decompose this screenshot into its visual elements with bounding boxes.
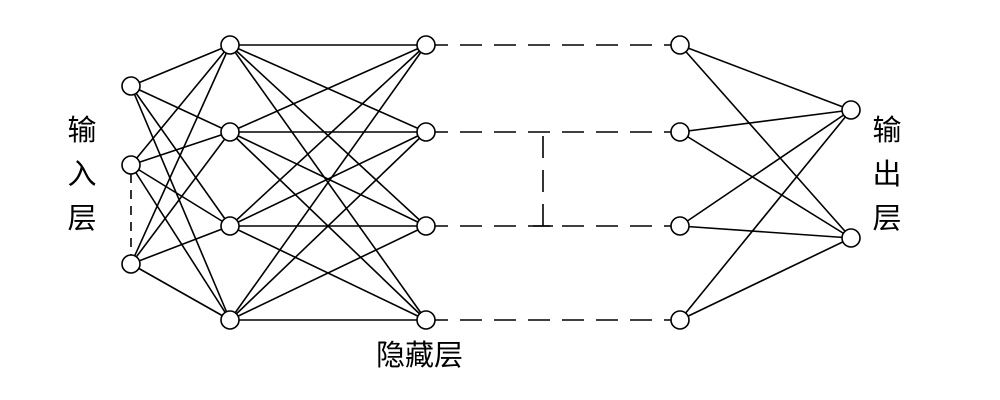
edge-input-hidden — [130, 44, 231, 87]
edge-hidden-hidden — [229, 44, 427, 227]
connection-lines — [130, 44, 852, 321]
edge-input-hidden — [130, 225, 231, 265]
hidden-node-c3-r1 — [670, 35, 690, 55]
hidden-layer-label: 隐藏层 — [376, 338, 464, 372]
edge-input-hidden — [130, 164, 231, 227]
edge-hidden-output — [679, 109, 852, 227]
edge-input-hidden — [130, 85, 231, 133]
output-layer-label: 输出层 — [872, 113, 902, 235]
edge-input-hidden — [130, 85, 231, 321]
hidden-node-c2-r1 — [416, 35, 436, 55]
edge-hidden-output — [679, 225, 852, 239]
edge-hidden-output — [679, 109, 852, 321]
edge-hidden-output — [679, 44, 852, 239]
hidden-node-c1-r1 — [220, 35, 240, 55]
input-layer-label: 输入层 — [67, 113, 97, 235]
hidden-node-c3-r2 — [670, 122, 690, 142]
hidden-node-c2-r2 — [416, 122, 436, 142]
edge-hidden-hidden — [229, 44, 427, 321]
dashed-continuation-lines — [130, 44, 680, 321]
edge-hidden-hidden — [229, 44, 427, 133]
edge-input-hidden — [130, 131, 231, 166]
edge-input-hidden — [130, 263, 231, 321]
output-node-2 — [841, 228, 861, 248]
edge-input-hidden — [130, 44, 231, 166]
hidden-node-c1-r3 — [220, 216, 240, 236]
edge-hidden-hidden — [229, 131, 427, 227]
edge-hidden-hidden — [229, 225, 427, 321]
edge-input-hidden — [130, 44, 231, 265]
hidden-node-c3-r3 — [670, 216, 690, 236]
hidden-node-c3-r4 — [670, 310, 690, 330]
hidden-node-c1-r4 — [220, 310, 240, 330]
output-node-1 — [841, 100, 861, 120]
hidden-node-c2-r3 — [416, 216, 436, 236]
input-node-3 — [121, 254, 141, 274]
edge-hidden-output — [679, 44, 852, 111]
edge-hidden-output — [679, 237, 852, 321]
neuron-nodes — [121, 35, 861, 330]
hidden-node-c2-r4 — [416, 310, 436, 330]
hidden-node-c1-r2 — [220, 122, 240, 142]
edge-input-hidden — [130, 164, 231, 321]
input-node-2 — [121, 155, 141, 175]
edge-hidden-hidden — [229, 131, 427, 321]
edge-hidden-output — [679, 109, 852, 133]
input-node-1 — [121, 76, 141, 96]
edge-hidden-output — [679, 131, 852, 239]
edge-input-hidden — [130, 131, 231, 265]
